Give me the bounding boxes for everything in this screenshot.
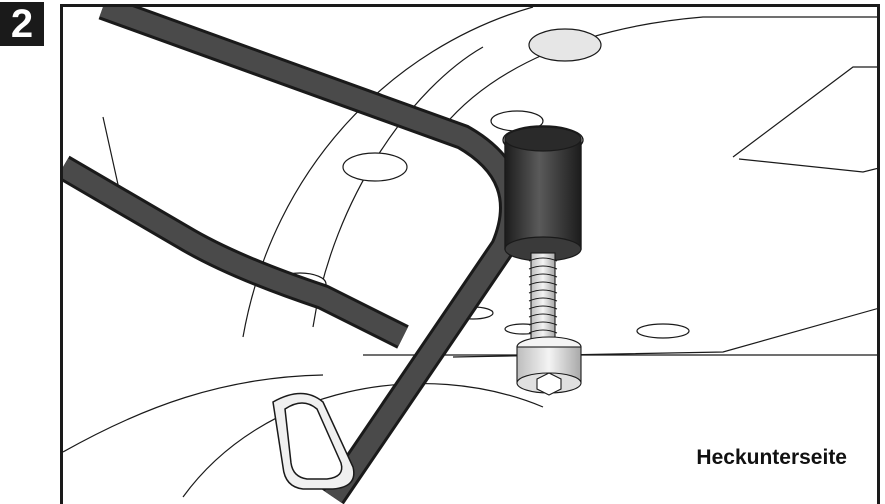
spacer-sleeve bbox=[502, 125, 584, 262]
slot-hole bbox=[272, 392, 355, 490]
illustration-frame: Heckunterseite bbox=[60, 4, 880, 504]
view-caption: Heckunterseite bbox=[696, 446, 847, 469]
step-number-badge: 2 bbox=[0, 2, 44, 46]
assembly-illustration bbox=[63, 7, 877, 504]
bolt-screw bbox=[516, 252, 582, 396]
front-guard bbox=[63, 374, 324, 453]
